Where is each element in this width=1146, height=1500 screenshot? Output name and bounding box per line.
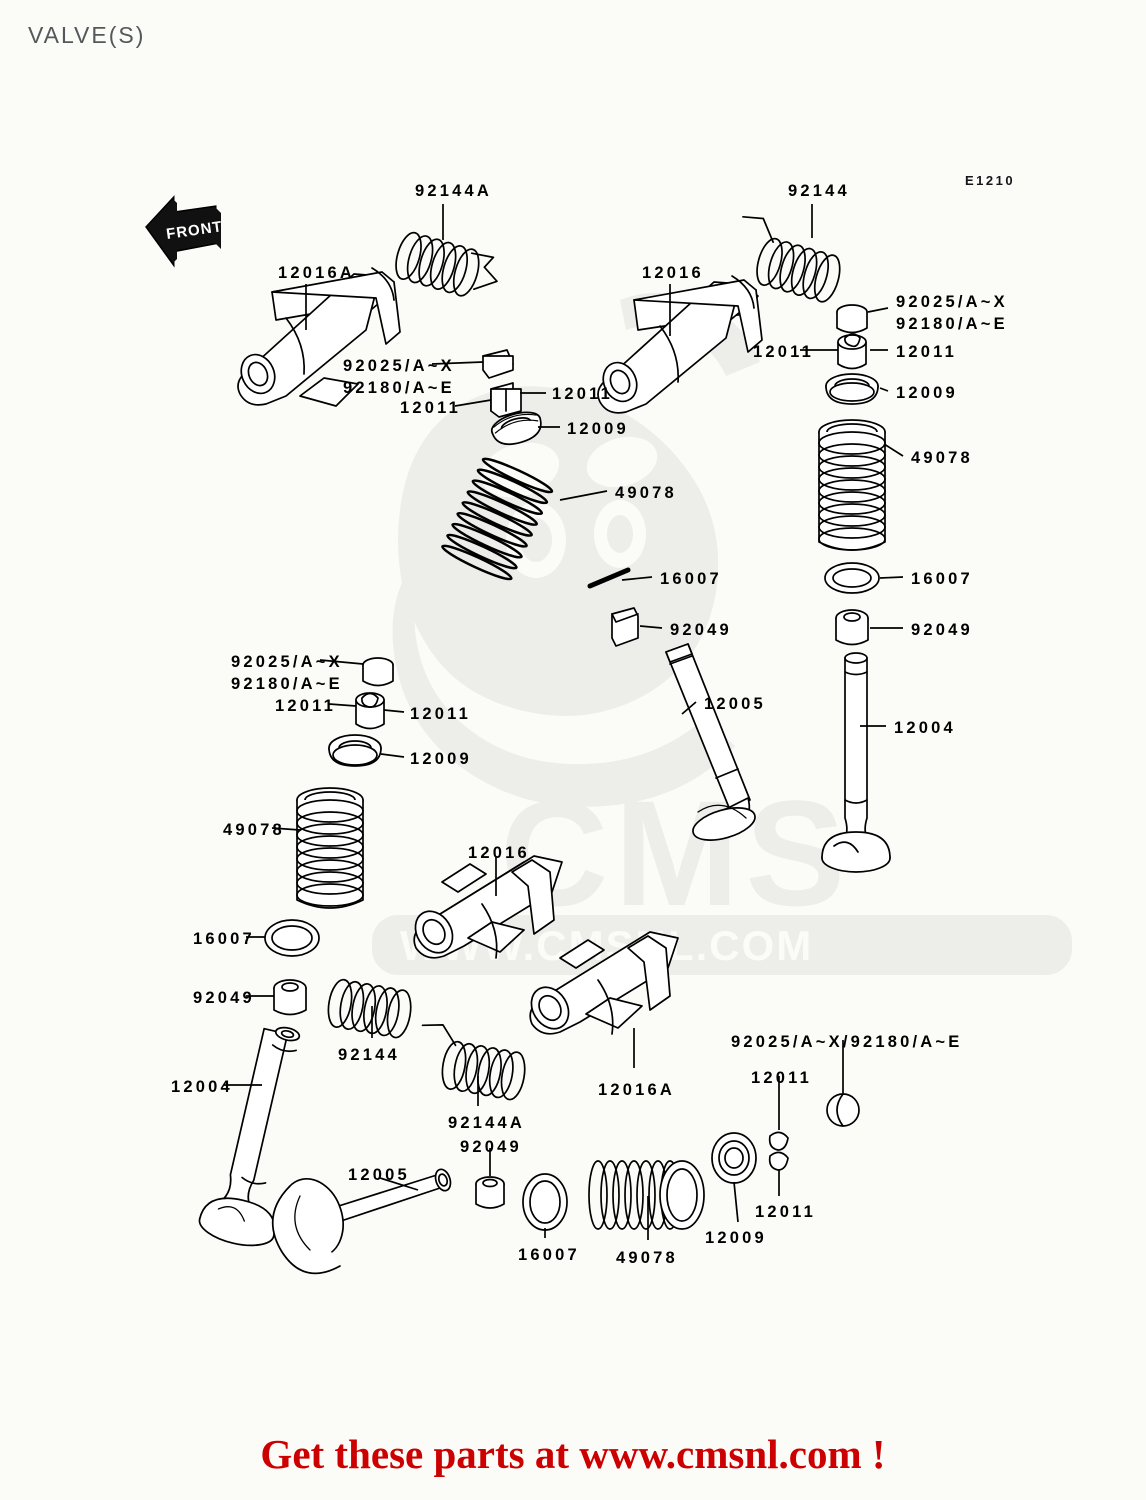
callout-92049-center: 92049: [670, 621, 732, 639]
callout-12011-bottom: 12011: [755, 1203, 816, 1221]
callout-92025-92180-bottom: 92025/A~X/92180/A~E: [731, 1033, 963, 1051]
callout-12011-center-left: 12011: [400, 399, 461, 417]
callout-92180-center: 92180/A~E: [343, 379, 455, 397]
callout-92180-right: 92180/A~E: [896, 315, 1008, 333]
page-title: VALVE(S): [28, 22, 146, 48]
callout-92144-top: 92144: [788, 182, 850, 200]
callout-12005-center: 12005: [704, 695, 766, 713]
diagram-code: E1210: [965, 173, 1016, 188]
callout-12011-left: 12011: [275, 697, 336, 715]
svg-text:CMS: CMS: [500, 769, 851, 937]
callout-92025-center: 92025/A~X: [343, 357, 455, 375]
callout-92180-left: 92180/A~E: [231, 675, 343, 693]
callout-92049-left: 92049: [193, 989, 255, 1007]
callout-49078-left: 49078: [223, 821, 285, 839]
callout-92144-lower: 92144: [338, 1046, 400, 1064]
callout-16007-center: 16007: [660, 570, 722, 588]
callout-16007-bottom: 16007: [518, 1246, 580, 1264]
callout-92049-right: 92049: [911, 621, 973, 639]
callout-92025-left: 92025/A~X: [231, 653, 343, 671]
callout-12011-right: 12011: [896, 343, 957, 361]
callout-12004-left: 12004: [171, 1078, 233, 1096]
callout-12016-top: 12016: [642, 264, 704, 282]
callout-12011-center-right: 12011: [753, 343, 814, 361]
callout-12016-lower: 12016: [468, 844, 530, 862]
callout-92025-right: 92025/A~X: [896, 293, 1008, 311]
callout-12009-left: 12009: [410, 750, 472, 768]
footer-cta[interactable]: Get these parts at www.cmsnl.com !: [260, 1431, 886, 1477]
callout-12005-bottom: 12005: [348, 1166, 410, 1184]
callout-92144A-top: 92144A: [415, 182, 492, 200]
callout-12016A-lower: 12016A: [598, 1081, 675, 1099]
callout-92049-bottom: 92049: [460, 1138, 522, 1156]
callout-49078-bottom: 49078: [616, 1249, 678, 1267]
callout-92144A-lower: 92144A: [448, 1114, 525, 1132]
callout-16007-left: 16007: [193, 930, 255, 948]
callout-12011-left-right: 12011: [410, 705, 471, 723]
callout-49078-center: 49078: [615, 484, 677, 502]
callout-12009-center: 12009: [567, 420, 629, 438]
callout-12011-bottom-top: 12011: [751, 1069, 812, 1087]
callout-12011-center: 12011: [552, 385, 613, 403]
callout-12016A-top: 12016A: [278, 264, 355, 282]
callout-49078-right: 49078: [911, 449, 973, 467]
callout-16007-right: 16007: [911, 570, 973, 588]
callout-12004-right: 12004: [894, 719, 956, 737]
callout-12009-bottom: 12009: [705, 1229, 767, 1247]
front-direction-marker: FRONT: [143, 193, 229, 269]
callout-12009-right: 12009: [896, 384, 958, 402]
